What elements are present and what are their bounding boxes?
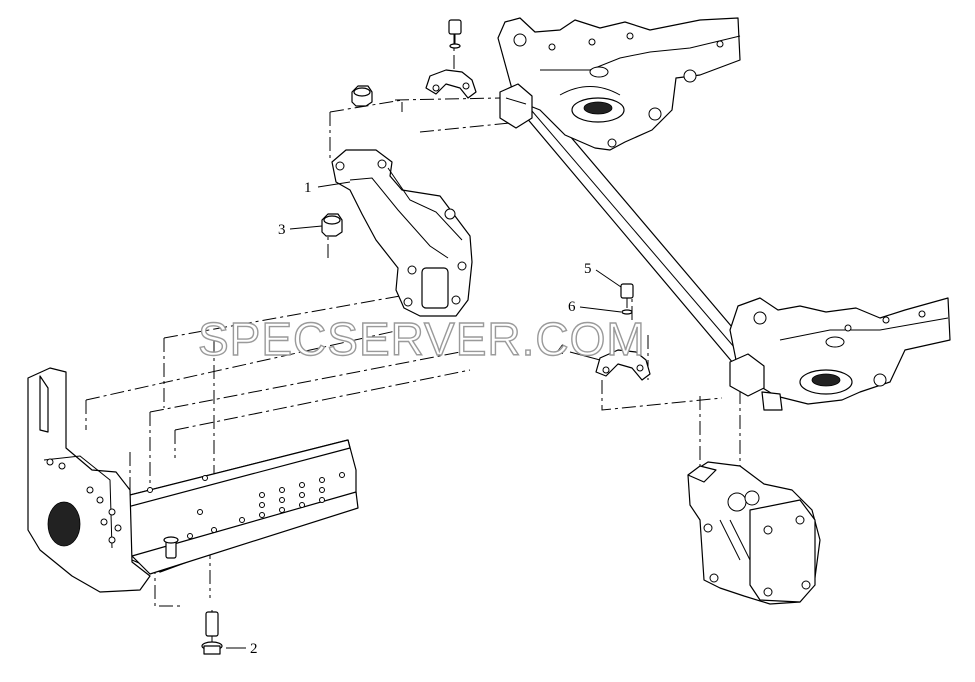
front-cross-member [27,367,151,593]
upper-bolt [448,19,462,49]
right-mounting-plate [687,461,821,605]
leader-lines [226,181,622,649]
left-support-bracket [331,149,473,317]
bolt-2 [201,611,223,655]
watermark-text: SPECSERVER.COM [198,313,646,365]
callout-1: 1 [304,180,312,196]
bolt-5 [620,283,634,308]
lower-right-bracket [729,297,951,411]
callout-5: 5 [584,261,592,277]
upper-clamp [425,69,477,99]
assembly-lines [85,30,741,640]
washer-6 [621,309,633,315]
bolt-frame-side [163,536,179,559]
nut-upper [351,85,373,107]
callout-4: 4 [557,342,565,358]
chassis-frame [109,439,359,575]
callout-3: 3 [278,222,286,238]
nut-3 [321,213,343,237]
callout-2: 2 [250,641,258,657]
upper-right-bracket [497,17,741,151]
callout-6: 6 [568,299,576,315]
clamp-4 [595,349,651,381]
